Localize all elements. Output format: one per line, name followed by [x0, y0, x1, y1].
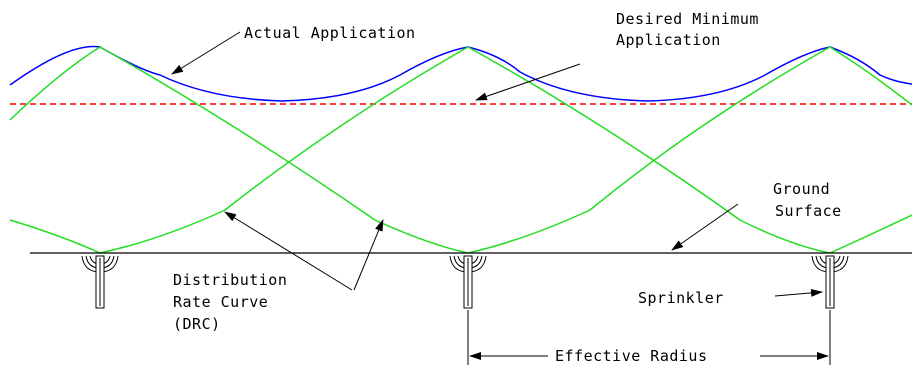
drc-sprinkler-2-right — [467, 46, 831, 254]
drc-sprinkler-1-left — [9, 46, 101, 121]
drc-sprinkler-3-right — [829, 46, 912, 106]
desired-minimum-label-line2: Application — [616, 31, 721, 49]
actual-application-label: Actual Application — [244, 24, 416, 42]
ground-surface-label-line2: Surface — [775, 202, 842, 220]
drc-sprinkler-2-left — [99, 46, 469, 254]
desired-minimum-leader-arrow — [475, 63, 581, 101]
sprinkler-leader-arrow — [774, 288, 823, 297]
drc-sprinkler-3-left — [467, 46, 831, 254]
ground-surface-leader-arrow — [671, 203, 739, 251]
sprinkler-3 — [811, 255, 849, 309]
effective-radius-label: Effective Radius — [555, 347, 708, 365]
drc-sprinkler-1-base-left — [9, 219, 101, 254]
ground-surface-label-line1: Ground — [773, 180, 830, 198]
actual-application-curve — [9, 45, 912, 102]
drc-leader-arrow-2 — [353, 219, 384, 291]
drc-label-line3: (DRC) — [173, 315, 221, 333]
drc-label-line2: Rate Curve — [173, 293, 268, 311]
distribution-rate-curves — [9, 46, 912, 254]
drc-sprinkler-1-right — [99, 46, 469, 254]
sprinkler-2 — [449, 255, 487, 309]
desired-minimum-label-line1: Desired Minimum — [616, 10, 759, 28]
drc-leader-arrow-1 — [224, 211, 353, 291]
drc-sprinkler-3-base-right — [829, 214, 912, 254]
actual-application-leader-arrow — [171, 31, 241, 75]
drc-label-line1: Distribution — [173, 271, 287, 289]
sprinkler-label: Sprinkler — [638, 289, 724, 307]
sprinkler-1 — [81, 255, 119, 309]
effective-radius-dimension — [467, 310, 831, 365]
